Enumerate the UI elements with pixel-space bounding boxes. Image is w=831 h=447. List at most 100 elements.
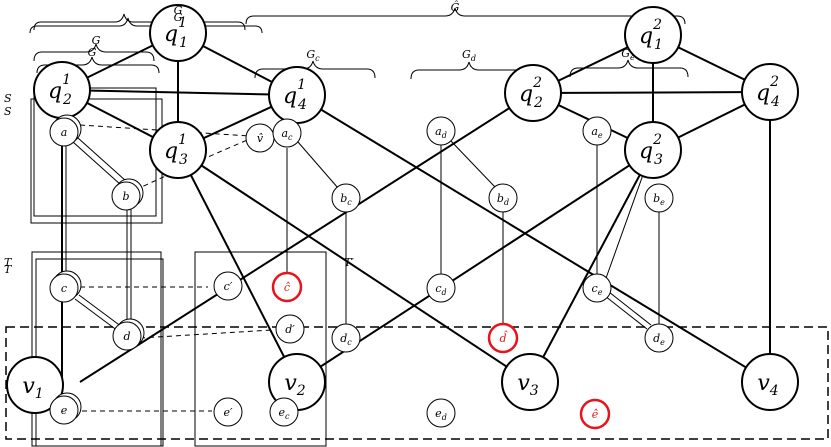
node-dc: dc xyxy=(331,323,361,353)
box-group xyxy=(30,87,327,447)
edge-q41-v4 xyxy=(296,94,771,383)
node-v4-label: v4 xyxy=(757,371,778,399)
brace-Gc xyxy=(254,60,376,79)
node-cd-circle xyxy=(426,273,456,303)
node-b: b xyxy=(111,178,144,211)
edge-q32-v3 xyxy=(529,149,654,383)
node-eprime: e′ xyxy=(213,397,243,427)
dashed-edge-d-dprime xyxy=(139,329,273,339)
node-v2-label: v2 xyxy=(284,371,305,399)
edge-q22-v1 xyxy=(79,92,534,383)
label-G-e: Ge xyxy=(621,47,635,62)
edge-c-d-1 xyxy=(74,298,119,332)
brace-Gd xyxy=(410,61,526,80)
node-b-label: b xyxy=(122,190,129,203)
node-cprime-circle xyxy=(213,271,243,301)
node-c-label: c xyxy=(61,282,67,295)
label-T2: T xyxy=(4,263,13,276)
node-bd-label: bd xyxy=(497,192,509,207)
node-a: a xyxy=(49,114,82,147)
node-v3-label: v3 xyxy=(517,371,538,399)
label-G-top2: G xyxy=(174,11,183,24)
node-ad-label: ad xyxy=(435,125,447,140)
edge-c-d-2 xyxy=(78,294,123,328)
edge-a-b-2 xyxy=(77,137,127,182)
node-bd-circle xyxy=(488,183,518,213)
box-S-inner xyxy=(30,98,163,224)
node-ad: ad xyxy=(426,116,456,146)
brace-G-top1 xyxy=(29,17,263,34)
node-v1-circle xyxy=(6,356,64,414)
node-bc-label: bc xyxy=(340,192,352,207)
edge-ce-de-1 xyxy=(604,295,648,330)
node-de: de xyxy=(644,323,674,353)
node-de-label: de xyxy=(653,332,665,347)
node-ae-label: ae xyxy=(591,125,603,140)
node-chat: ĉ xyxy=(271,271,303,303)
edge-ac-bc xyxy=(297,141,339,189)
edge-q22-q42 xyxy=(532,91,771,94)
box-T-inner xyxy=(35,258,164,447)
node-vhat-label: v̂ xyxy=(257,132,264,145)
node-v4: v4 xyxy=(741,353,799,411)
label-G-left2: G xyxy=(88,46,97,59)
node-dhat-label: d̂ xyxy=(499,331,508,345)
node-be-circle xyxy=(644,183,674,213)
label-G-hat: Ĝ xyxy=(451,0,460,14)
node-bd: bd xyxy=(488,183,518,213)
brace-Ghat xyxy=(245,7,686,25)
node-q31-circle xyxy=(149,121,207,179)
node-c: c xyxy=(49,270,82,303)
node-c-circle xyxy=(49,273,79,303)
node-ed: ed xyxy=(426,398,456,428)
label-G-left1: G xyxy=(92,34,101,47)
edge-a-b-1 xyxy=(72,141,122,186)
label-group: G G Ĝ G G Gc Gd Ge S S T T T′ xyxy=(4,0,635,276)
node-d: d xyxy=(112,318,145,351)
box-T-prime xyxy=(194,251,327,447)
node-ehat-label: ê xyxy=(592,408,599,421)
node-q32-circle xyxy=(624,121,682,179)
edge-ce-de-2 xyxy=(608,291,652,326)
node-chat-label: ĉ xyxy=(284,281,290,294)
label-S1: S xyxy=(4,92,12,105)
brace-G-top2 xyxy=(33,13,246,31)
node-q42-circle xyxy=(741,63,799,121)
node-cd: cd xyxy=(426,273,456,303)
brace-Ge xyxy=(569,59,689,78)
node-d-label: d xyxy=(123,330,130,343)
node-dprime-circle xyxy=(275,314,305,344)
label-G-top1: G xyxy=(174,4,183,17)
label-G-d: Gd xyxy=(462,48,476,63)
node-v3: v3 xyxy=(501,353,559,411)
node-ed-label: ed xyxy=(435,407,447,422)
node-ec: ec xyxy=(269,397,299,427)
edge-ad-bd xyxy=(449,139,496,188)
node-chat-circle xyxy=(271,271,303,303)
dashed-region-bottom xyxy=(5,326,829,440)
node-a-label: a xyxy=(61,126,68,139)
node-ac-label: ac xyxy=(281,127,293,142)
node-eprime-label: e′ xyxy=(223,406,233,419)
label-T-prime: T′ xyxy=(344,256,354,269)
node-bc: bc xyxy=(331,183,361,213)
node-bc-circle xyxy=(331,183,361,213)
node-cprime-label: c′ xyxy=(224,280,233,293)
node-e-circle xyxy=(49,395,79,425)
node-ae-circle xyxy=(582,116,612,146)
brace-G-left2 xyxy=(36,56,160,74)
node-de-circle xyxy=(644,323,674,353)
edge-q31-v3 xyxy=(177,149,531,383)
label-T1: T xyxy=(4,256,13,269)
node-a-circle xyxy=(49,117,79,147)
